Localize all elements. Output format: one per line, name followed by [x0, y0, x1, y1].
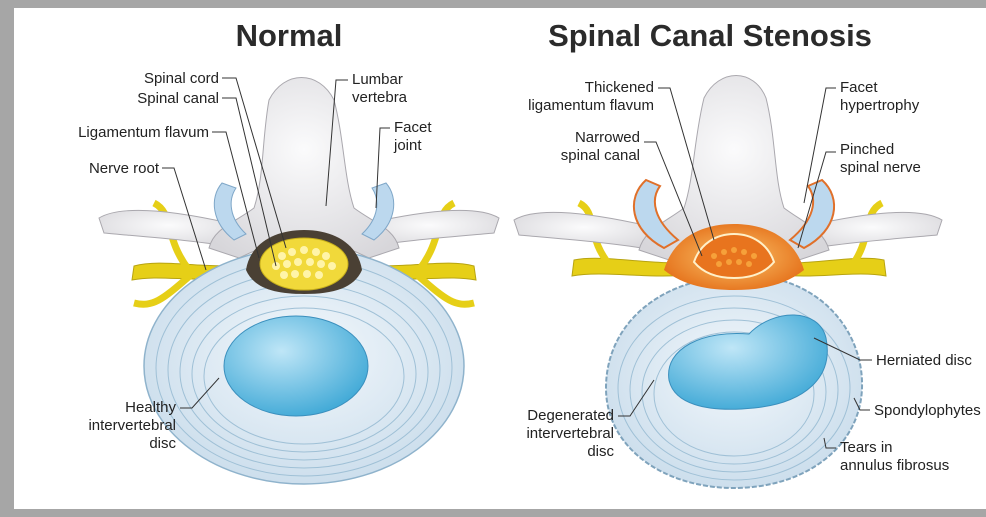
label-facet-hypertrophy-1: Facet [840, 79, 878, 96]
label-pinched-2: spinal nerve [840, 159, 921, 176]
label-narrowed-2: spinal canal [561, 147, 640, 164]
label-nerve-root: Nerve root [89, 160, 160, 177]
label-tears-2: annulus fibrosus [840, 457, 949, 474]
label-ligamentum-flavum: Ligamentum flavum [78, 124, 209, 141]
label-healthy-disc-1: Healthy [125, 399, 176, 416]
spine-comparison-diagram: Normal Spinal Canal Stenosis [14, 8, 986, 509]
label-lumbar-vertebra-1: Lumbar [352, 71, 403, 88]
title-stenosis: Spinal Canal Stenosis [548, 18, 872, 53]
label-facet-hypertrophy-2: hypertrophy [840, 97, 920, 114]
label-degenerated-1: Degenerated [527, 407, 614, 424]
label-narrowed-1: Narrowed [575, 129, 640, 146]
label-degenerated-3: disc [587, 443, 614, 460]
title-normal: Normal [236, 18, 343, 53]
label-thickened-1: Thickened [585, 79, 654, 96]
label-tears-1: Tears in [840, 439, 893, 456]
transverse-process-left-s [514, 212, 654, 250]
label-spinal-canal: Spinal canal [137, 90, 219, 107]
nucleus-normal [224, 316, 368, 416]
label-degenerated-2: intervertebral [526, 425, 614, 442]
label-herniated-disc: Herniated disc [876, 352, 972, 369]
label-healthy-disc-3: disc [149, 435, 176, 452]
label-facet-joint-2: joint [393, 137, 422, 154]
illustration-panel: Normal Spinal Canal Stenosis [14, 8, 986, 509]
label-spondylophytes: Spondylophytes [874, 402, 981, 419]
label-pinched-1: Pinched [840, 141, 894, 158]
label-facet-joint-1: Facet [394, 119, 432, 136]
label-spinal-cord: Spinal cord [144, 70, 219, 87]
label-healthy-disc-2: intervertebral [88, 417, 176, 434]
label-lumbar-vertebra-2: vertebra [352, 89, 408, 106]
label-thickened-2: ligamentum flavum [528, 97, 654, 114]
